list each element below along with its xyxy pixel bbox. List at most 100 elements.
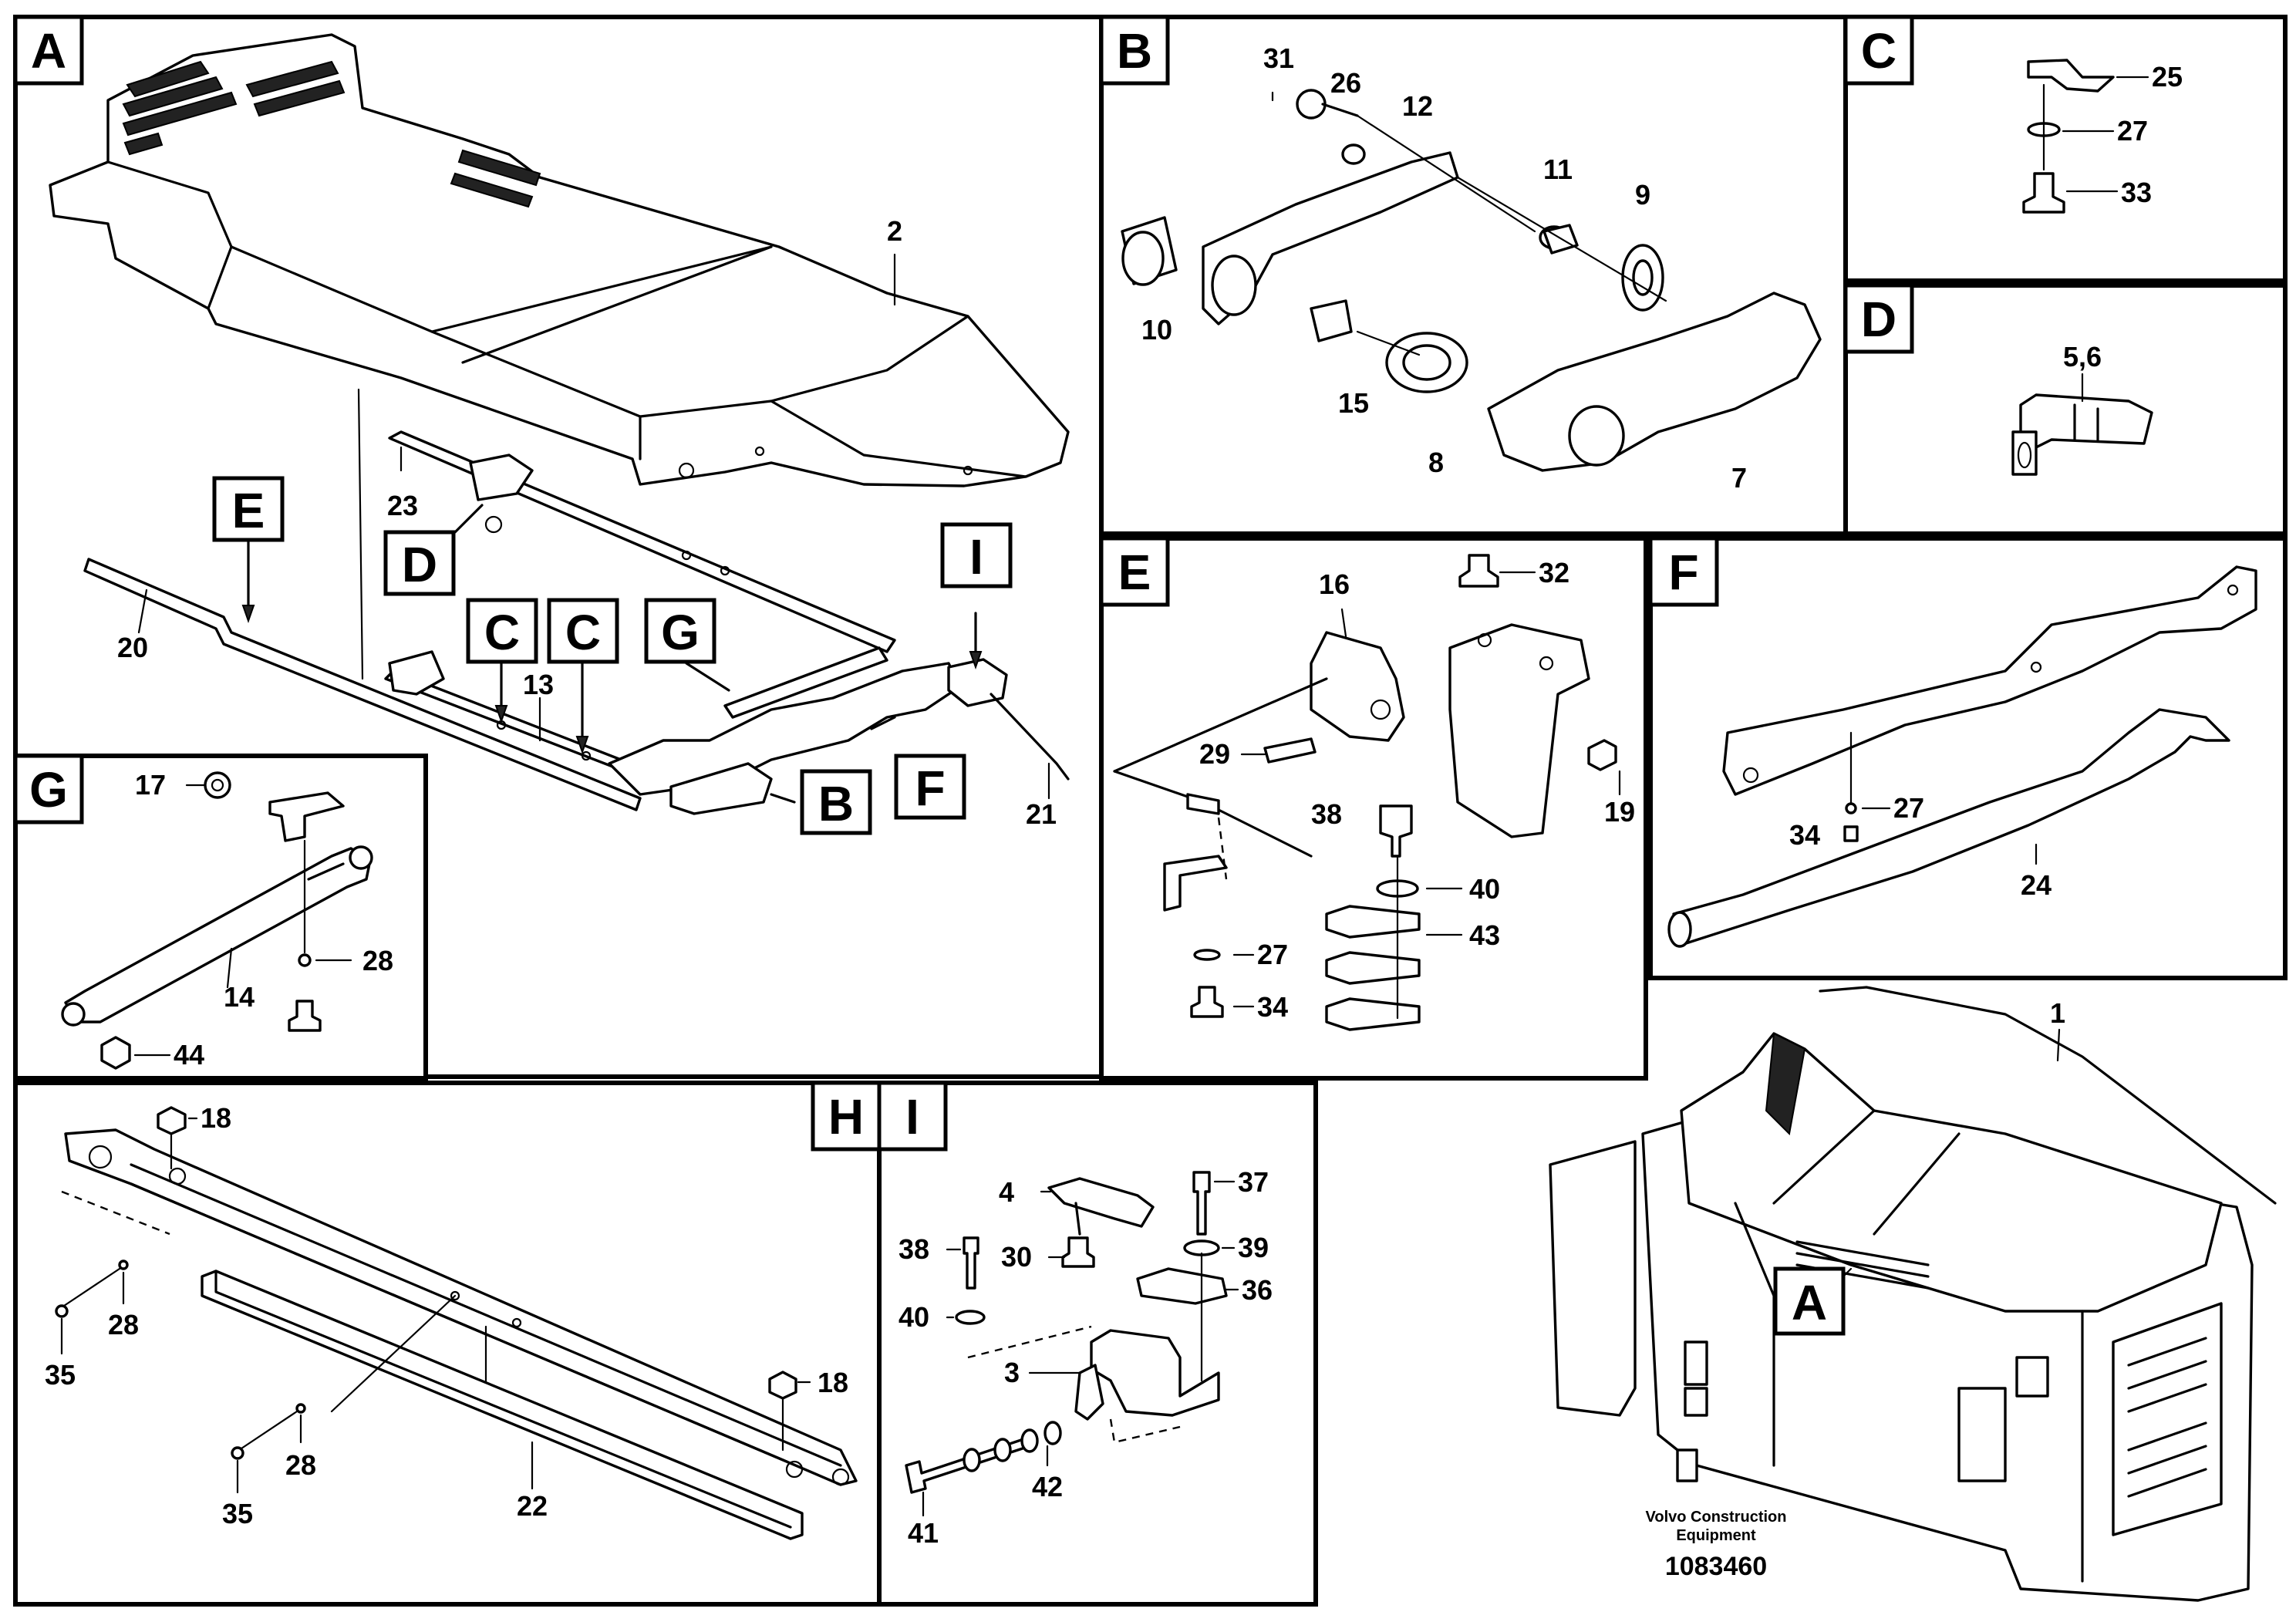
ref-tag-b: B — [800, 769, 872, 835]
callout-20: 20 — [117, 632, 148, 663]
panel-b-drawing — [1121, 89, 1822, 472]
panel-a-drawing — [49, 33, 1070, 815]
svg-text:I: I — [905, 1089, 919, 1145]
panel-tag-c: C — [1843, 15, 1914, 86]
svg-text:E: E — [232, 483, 265, 538]
hood-cover — [49, 33, 1070, 487]
callout-37: 37 — [1238, 1166, 1269, 1198]
callout-38-e: 38 — [1311, 798, 1342, 830]
panel-tag-i: I — [877, 1081, 948, 1152]
svg-text:B: B — [818, 776, 854, 831]
callout-27-e: 27 — [1257, 939, 1288, 970]
callout-28-h1: 28 — [108, 1309, 139, 1340]
latch-16 — [1310, 631, 1405, 742]
svg-text:D: D — [402, 537, 437, 592]
callout-44: 44 — [174, 1039, 204, 1071]
shim-43a — [1325, 905, 1421, 939]
panel-tag-f: F — [1648, 536, 1719, 607]
callout-9: 9 — [1635, 179, 1650, 211]
svg-text:F: F — [1668, 545, 1698, 600]
ref-tag-g: G — [644, 598, 716, 664]
latch-plate-5-6 — [2019, 393, 2153, 449]
svg-text:D: D — [1861, 292, 1896, 347]
panel-tag-b: B — [1099, 15, 1170, 86]
callout-1: 1 — [2050, 997, 2065, 1029]
callout-23: 23 — [387, 490, 418, 521]
panel-tag-h: H — [811, 1081, 882, 1152]
callout-34-e: 34 — [1257, 991, 1288, 1023]
svg-text:I: I — [969, 529, 983, 585]
nut-17 — [204, 771, 231, 799]
callout-27: 27 — [2117, 115, 2148, 147]
svg-text:A: A — [1792, 1275, 1827, 1330]
callout-11: 11 — [1543, 153, 1573, 185]
shim-43c — [1325, 997, 1421, 1031]
gas-strut-g — [723, 646, 888, 719]
screw-34-e — [1190, 986, 1224, 1018]
ref-tag-i: I — [940, 522, 1013, 588]
callout-43: 43 — [1469, 919, 1500, 951]
callout-19: 19 — [1604, 796, 1635, 828]
callout-18-bottom: 18 — [818, 1367, 848, 1398]
callout-17: 17 — [135, 769, 166, 801]
callout-14: 14 — [224, 981, 255, 1013]
callout-16: 16 — [1319, 568, 1350, 600]
callout-32: 32 — [1539, 557, 1569, 588]
callout-33: 33 — [2121, 177, 2152, 208]
cable-end — [1186, 793, 1220, 815]
handle-24 — [1672, 708, 2230, 946]
rail-h — [64, 1128, 858, 1486]
panel-h-drawing — [55, 1106, 858, 1540]
spring-15 — [1310, 299, 1353, 342]
callout-29: 29 — [1199, 738, 1230, 770]
panel-c-drawing — [2022, 59, 2149, 214]
nut-44 — [100, 1036, 131, 1070]
callout-30: 30 — [1001, 1241, 1032, 1273]
callout-18-top: 18 — [201, 1102, 231, 1134]
gas-strut-14 — [64, 847, 372, 1023]
bracket-27 — [1163, 855, 1228, 912]
panel-tag-e: E — [1099, 536, 1170, 607]
panel-g-drawing — [61, 771, 373, 1070]
ref-tag-c1: C — [466, 598, 538, 664]
bracket-3 — [1090, 1329, 1220, 1417]
callout-35-h1: 35 — [45, 1359, 76, 1391]
handle-grip-b — [669, 762, 773, 815]
company-name-line2: Equipment — [1676, 1527, 1756, 1544]
callout-24: 24 — [2021, 869, 2052, 901]
washer-27-e — [1193, 949, 1221, 961]
panel-tag-d: D — [1843, 283, 1914, 354]
svg-text:G: G — [661, 605, 700, 660]
pin-29 — [1263, 737, 1317, 764]
cover-plate — [1722, 565, 2257, 796]
bracket-3-loop — [1074, 1364, 1104, 1421]
screw-33 — [2022, 172, 2065, 214]
callout-4: 4 — [999, 1176, 1014, 1208]
callout-15: 15 — [1338, 387, 1369, 419]
callout-13: 13 — [523, 669, 554, 700]
plate-36 — [1136, 1267, 1228, 1305]
overview-left-panel — [1549, 1140, 1637, 1417]
callout-8: 8 — [1428, 447, 1444, 478]
svg-text:G: G — [29, 762, 68, 818]
shim-43b — [1325, 951, 1421, 985]
clip-25 — [2027, 59, 2115, 93]
callout-39: 39 — [1238, 1232, 1269, 1263]
callout-7: 7 — [1731, 462, 1747, 494]
panel-tag-a: A — [13, 15, 84, 86]
callout-10: 10 — [1141, 314, 1172, 346]
panel-i-drawing — [905, 1171, 1239, 1517]
svg-text:C: C — [565, 605, 601, 660]
handle-plate-12 — [1202, 151, 1459, 325]
callout-36: 36 — [1242, 1274, 1273, 1306]
ref-tag-c2: C — [547, 598, 619, 664]
company-name-line1: Volvo Construction — [1646, 1509, 1787, 1526]
nut-19 — [1587, 739, 1617, 771]
bracket-g — [268, 791, 345, 842]
bolt-37 — [1192, 1171, 1211, 1236]
nut-18-bottom — [768, 1371, 797, 1400]
callout-38-i: 38 — [899, 1233, 929, 1265]
bracket-d — [469, 454, 534, 501]
callout-5-6: 5,6 — [2063, 341, 2102, 373]
svg-text:H: H — [828, 1089, 864, 1145]
